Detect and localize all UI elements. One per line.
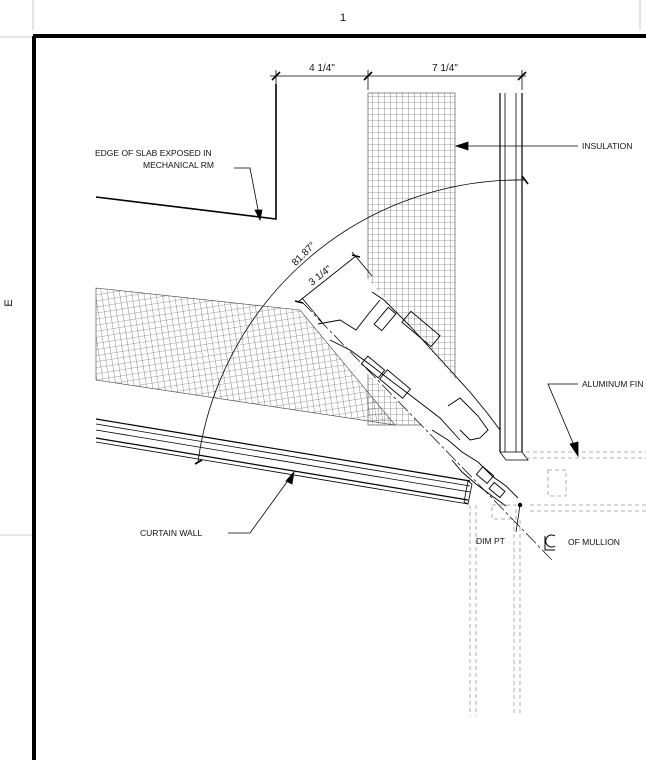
dim-label-3: 3 1/4" — [307, 263, 334, 288]
centerline-symbol — [544, 534, 556, 551]
dimension-lines — [194, 70, 529, 465]
ghost-profiles — [469, 451, 646, 716]
curtain-wall-label: CURTAIN WALL — [140, 528, 202, 538]
slab-edge-label-line2: MECHANICAL RM — [143, 160, 214, 170]
leader-lines — [228, 141, 579, 534]
grid-ref-left: E — [3, 299, 15, 306]
grid-ref-top: 1 — [340, 12, 346, 24]
insulation-mesh-sloped — [95, 287, 396, 426]
sloped-curtain-wall — [95, 418, 473, 505]
slab-edge — [95, 84, 277, 220]
mullion-assembly — [317, 291, 519, 507]
dim-pt-label: DIM PT — [476, 536, 505, 546]
angle-label: 81.87° — [290, 240, 318, 268]
of-mullion-label: OF MULLION — [568, 537, 620, 547]
mullion-knockout — [308, 270, 500, 470]
slab-edge-label-line1: EDGE OF SLAB EXPOSED IN — [95, 148, 212, 158]
mullion-centerline — [301, 301, 553, 561]
dim-label-2: 7 1/4" — [432, 63, 458, 74]
insulation-label: INSULATION — [582, 141, 632, 151]
aluminum-fin-label: ALUMINUM FIN — [582, 379, 643, 389]
dim-label-1: 4 1/4" — [309, 63, 335, 74]
vertical-curtain-wall — [499, 93, 529, 461]
